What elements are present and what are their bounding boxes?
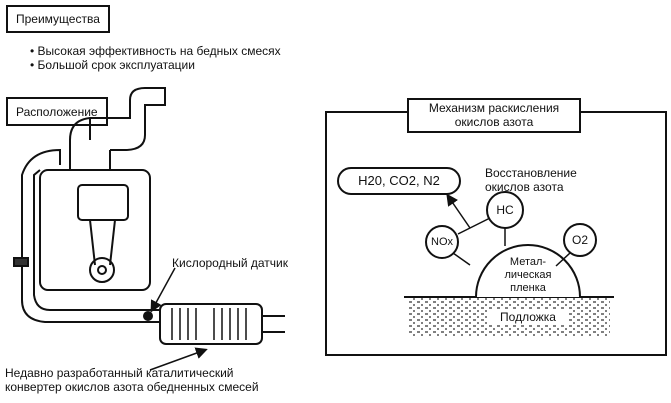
nox-label: NOx (431, 236, 453, 248)
mechanism-title-box (407, 98, 581, 133)
catalytic-converter (143, 303, 285, 345)
hc-label: HC (496, 203, 514, 217)
reduction-label-line: окислов азота (485, 180, 564, 194)
metal-film (475, 244, 581, 298)
converter-arrow (149, 347, 208, 371)
advantage-text: Большой срок эксплуатации (37, 58, 195, 72)
advantage-item: • Большой срок эксплуатации (30, 58, 195, 72)
mechanism-title-line: Механизм раскисления (428, 101, 560, 115)
engine-drawing (13, 87, 166, 323)
substrate-label: Подложка (500, 310, 556, 324)
converter-caption-line: конвертер окислов азота обедненных смесе… (5, 380, 259, 394)
o2-label: O2 (571, 233, 588, 247)
mechanism-title-line: окислов азота (454, 115, 534, 129)
metal-film-label-line: пленка (510, 282, 546, 294)
nox-circle (425, 225, 459, 259)
advantages-title: Преимущества (6, 5, 110, 33)
products-pill (337, 167, 461, 195)
oxygen-sensor-label: Кислородный датчик (172, 256, 288, 270)
hc-circle (486, 191, 524, 229)
advantage-item: • Высокая эффективность на бедных смесях (30, 44, 281, 58)
converter-caption-line: Недавно разработанный каталитический (5, 366, 234, 380)
products-label: H20, CO2, N2 (358, 173, 440, 188)
metal-film-label-line: лическая (504, 269, 552, 281)
reduction-label-line: Восстановление (485, 166, 577, 180)
metal-film-label-line: Метал- (509, 256, 547, 268)
sensor-arrow (150, 267, 176, 313)
o2-circle (563, 223, 597, 257)
advantage-text: Высокая эффективность на бедных смесях (37, 44, 281, 58)
